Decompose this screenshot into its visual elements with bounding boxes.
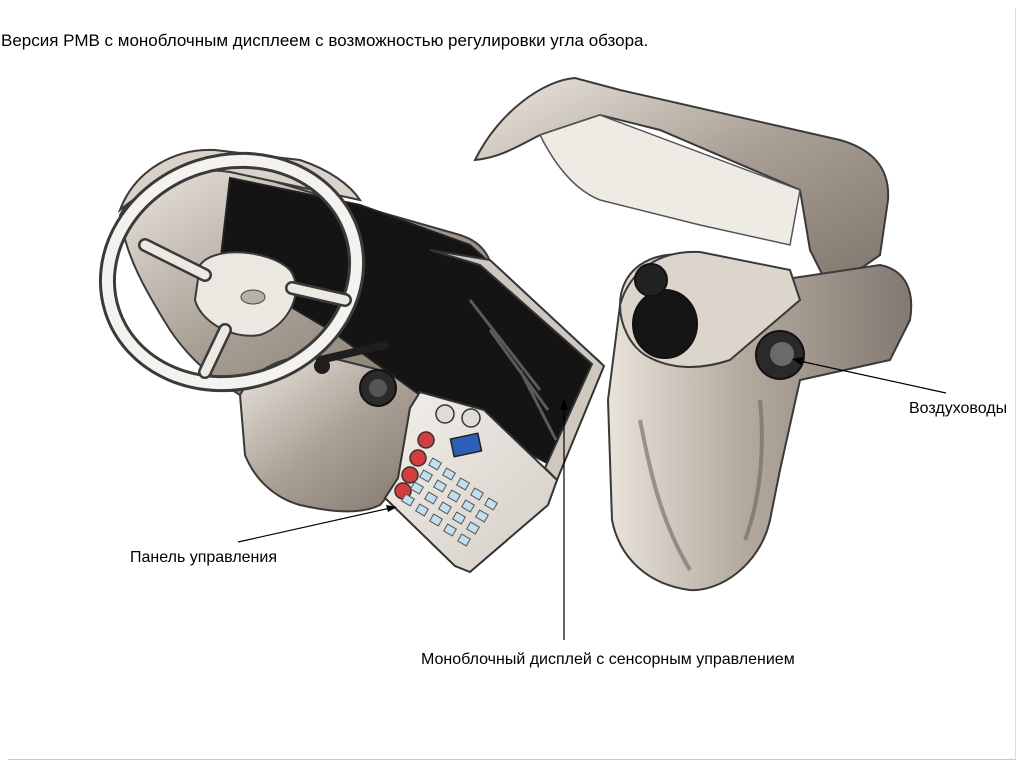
panel-red-button: [417, 431, 435, 449]
overhead-hood-inner: [538, 114, 801, 246]
steering-wheel-logo-icon: [240, 289, 266, 305]
keypad-key: [409, 481, 425, 495]
keypad-key: [423, 491, 439, 505]
keypad-key: [451, 511, 467, 525]
keypad-key: [465, 521, 481, 535]
control-panel-label: Панель управления: [130, 549, 277, 566]
keypad-key: [483, 497, 499, 511]
air-vent-pointer: [794, 359, 947, 394]
overhead-hood-frame: [473, 76, 890, 292]
keypad-key: [400, 493, 416, 507]
left-dash-vent-inner: [369, 379, 387, 397]
keypad-key: [427, 457, 443, 471]
control-panel-pointer-arrow: [386, 505, 397, 512]
screen-highlight: [468, 299, 558, 441]
monoblock-display-label: Моноблочный дисплей с сенсорным управлен…: [421, 651, 795, 668]
right-pod-cup-holder: [632, 289, 698, 359]
keypad-key: [456, 533, 472, 547]
pod-shading: [638, 399, 764, 572]
panel-keypad-keys: [400, 457, 499, 547]
keypad-key: [437, 501, 453, 515]
keypad-key: [455, 477, 471, 491]
air-vent-inner: [770, 342, 794, 366]
keypad-key: [460, 499, 476, 513]
keypad-key: [428, 513, 444, 527]
panel-switch-icon: [435, 404, 455, 424]
right-dashboard: [473, 76, 913, 592]
display-pointer-arrow: [560, 398, 568, 410]
keypad-key: [474, 509, 490, 523]
steering-wheel: [98, 151, 366, 393]
air-vent-pointer-arrow: [792, 357, 803, 365]
keypad-key: [441, 467, 457, 481]
keypad-key: [446, 489, 462, 503]
keypad-key: [414, 503, 430, 517]
keypad-key: [442, 523, 458, 537]
steering-column-lever: [316, 341, 389, 364]
left-dashboard: [98, 148, 606, 574]
panel-red-button: [409, 449, 427, 467]
page-title: Версия РМВ с моноблочным дисплеем с возм…: [1, 31, 649, 50]
panel-switch-icon: [461, 408, 481, 428]
panel-red-button: [401, 466, 419, 484]
control-panel: [383, 390, 559, 574]
lever-knob: [314, 358, 330, 374]
keypad-key: [418, 469, 434, 483]
keypad-key: [432, 479, 448, 493]
control-panel-pointer: [237, 506, 396, 543]
right-pod-small-vent-icon: [634, 263, 668, 297]
panel-mini-display: [449, 432, 483, 458]
air-vents-label: Воздуховоды: [909, 400, 1008, 417]
keypad-key: [469, 487, 485, 501]
page-border: [8, 8, 1016, 760]
